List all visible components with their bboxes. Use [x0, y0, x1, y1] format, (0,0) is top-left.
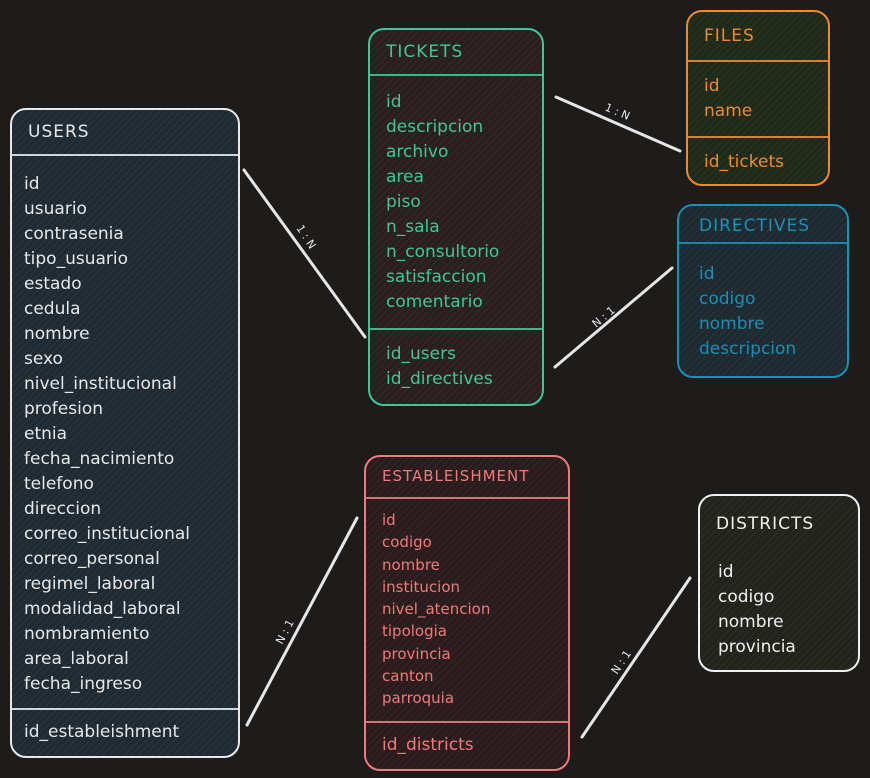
field-item: sexo [24, 349, 63, 369]
field-item: cedula [24, 299, 81, 319]
divider [366, 497, 568, 499]
field-item: codigo [718, 587, 775, 607]
field-item: nombre [718, 612, 784, 632]
foreign-key-list: id_districts [382, 733, 474, 758]
relation-line-tickets-directives [553, 266, 674, 369]
field-item: nombre [382, 555, 440, 574]
field-list: id codigo nombre descripcion [699, 262, 796, 362]
field-item: nombre [699, 314, 765, 334]
foreign-key-field: id_estableishment [24, 722, 180, 742]
field-item: satisfaccion [386, 267, 487, 287]
foreign-key-field: id_users [386, 344, 456, 364]
relation-label-establishment-districts: N : 1 [609, 648, 634, 677]
field-item: descripcion [386, 117, 484, 137]
divider [12, 708, 238, 710]
entity-title: USERS [28, 122, 90, 142]
field-item: area [386, 167, 424, 187]
field-list: id codigo nombre provincia [718, 560, 796, 660]
divider [366, 721, 568, 723]
field-item: id [699, 264, 715, 284]
entity-title: DIRECTIVES [699, 216, 811, 236]
field-item: telefono [24, 474, 94, 494]
foreign-key-list: id_users id_directives [386, 342, 493, 392]
field-item: fecha_nacimiento [24, 449, 175, 469]
field-item: regimel_laboral [24, 574, 156, 594]
field-item: descripcion [699, 339, 797, 359]
entity-title: DISTRICTS [716, 514, 815, 534]
entity-files[interactable]: FILES id name id_tickets [686, 10, 830, 186]
field-list: id descripcion archivo area piso n_sala n_cons… [386, 90, 499, 315]
divider [370, 74, 542, 76]
entity-establishment[interactable]: ESTABLEISHMENT id codigo nombre institucion… [364, 455, 570, 771]
field-item: n_sala [386, 217, 440, 237]
entity-title: ESTABLEISHMENT [382, 467, 530, 485]
divider [688, 60, 828, 62]
field-item: estado [24, 274, 82, 294]
field-item: id [718, 562, 734, 582]
relation-line-users-establishment [245, 516, 359, 727]
field-item: correo_personal [24, 549, 160, 569]
field-item: usuario [24, 199, 87, 219]
relation-label-users-establishment: N : 1 [273, 617, 297, 646]
field-item: tipo_usuario [24, 249, 129, 269]
field-item: codigo [699, 289, 756, 309]
field-item: id [382, 511, 396, 529]
field-item: id [24, 174, 40, 194]
relation-line-establishment-districts [580, 576, 692, 739]
entity-directives[interactable]: DIRECTIVES id codigo nombre descripcion [677, 204, 849, 378]
field-item: correo_institucional [24, 524, 190, 544]
entity-tickets[interactable]: TICKETS id descripcion archivo area piso n_sa… [368, 28, 544, 406]
field-item: nombramiento [24, 624, 150, 644]
divider [688, 136, 828, 138]
field-item: direccion [24, 499, 102, 519]
field-item: contrasenia [24, 224, 124, 244]
field-item: profesion [24, 399, 104, 419]
field-item: name [704, 101, 753, 121]
field-item: modalidad_laboral [24, 599, 181, 619]
foreign-key-field: id_tickets [704, 152, 784, 172]
field-item: id [386, 92, 402, 112]
field-item: nombre [24, 324, 90, 344]
foreign-key-list: id_tickets [704, 150, 784, 175]
divider [370, 328, 542, 330]
foreign-key-field: id_directives [386, 369, 493, 389]
field-item: etnia [24, 424, 68, 444]
entity-title: TICKETS [386, 42, 464, 62]
entity-districts[interactable]: DISTRICTS id codigo nombre provincia [698, 494, 860, 672]
relation-label-users-tickets: 1 : N [293, 223, 318, 252]
field-item: provincia [382, 644, 451, 663]
relation-line-users-tickets [242, 168, 367, 339]
entity-title: FILES [704, 26, 755, 46]
field-item: nivel_institucional [24, 374, 177, 394]
field-item: tipologia [382, 622, 447, 641]
field-item: comentario [386, 292, 483, 312]
divider [12, 154, 238, 156]
field-item: canton [382, 667, 434, 686]
field-item: n_consultorio [386, 242, 500, 262]
field-item: institucion [382, 577, 461, 596]
field-item: nivel_atencion [382, 600, 491, 619]
field-item: area_laboral [24, 649, 129, 669]
relation-line-tickets-files [554, 95, 682, 153]
field-item: provincia [718, 637, 796, 657]
field-list: id name [704, 74, 752, 124]
field-item: id [704, 76, 720, 96]
foreign-key-field: id_districts [382, 735, 474, 755]
field-item: codigo [382, 533, 432, 552]
foreign-key-list: id_estableishment [24, 720, 179, 745]
field-item: archivo [386, 142, 449, 162]
divider [679, 242, 847, 244]
field-item: fecha_ingreso [24, 674, 143, 694]
field-item: piso [386, 192, 421, 212]
field-item: parroquia [382, 689, 455, 708]
